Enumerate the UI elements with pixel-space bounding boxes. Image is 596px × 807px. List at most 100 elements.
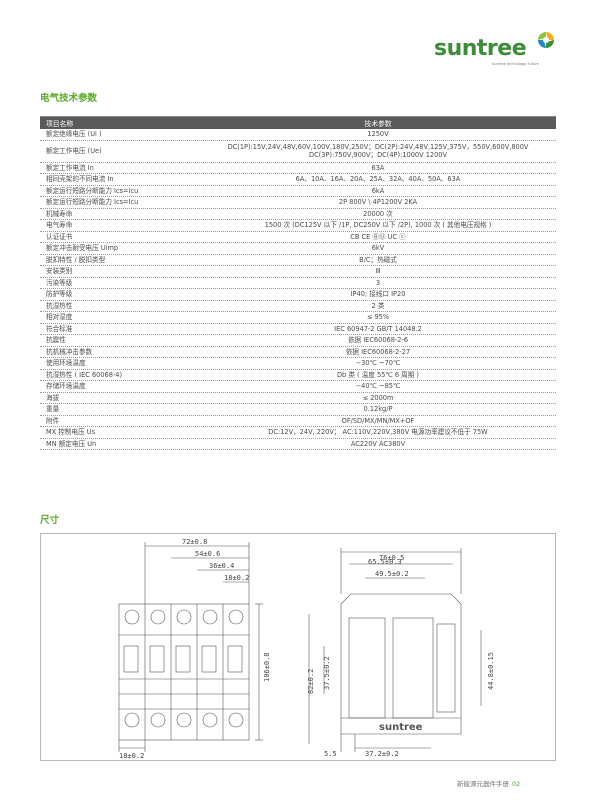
row-value: 依据 IEC60068-2-27 [345,347,411,356]
row-value: −40℃ ~85℃ [355,382,401,391]
row-value: IP40; 接线口 IP20 [350,290,406,299]
row-item: 防护等级 [46,290,73,299]
row-item: 抗机械冲击参数 [46,347,93,356]
row-value: B/C；热磁式 [359,255,397,264]
row-value: 0.12kg/P [363,405,393,414]
section-title-params: 电气技术参数 [40,93,98,104]
table-row: MX 控制电压 Us DC:12V，24V, 220V； AC:110V,220V… [40,427,556,439]
row-value: IEC 60947-2 GB/T 14048.2 [334,324,422,333]
row-item: 相同壳架的不同电流 In [46,175,114,184]
dim-375: 37.5±0.2 [323,656,331,690]
table-row: 附件 OF/SD/MX/MN/MX+OF [40,416,556,427]
row-item: 额定运行短路分断能力 Ics=Icu [46,198,139,207]
dim-82: 82±0.2 [307,669,315,694]
dim-372: 37.2±0.2 [365,750,399,758]
row-value: 2P 800V \ 4P1200V 2KA [338,198,418,207]
table-row: 额定运行短路分断能力 Ics=Icu 6kA [40,186,556,197]
brand-tagline: Suntree technology: future [492,62,539,66]
dim-55: 5.5 [324,750,337,758]
row-value-line2: DC(3P):750V,900V；DC(4P):1000V 1200V [309,151,447,159]
row-value: Ⅲ [375,267,381,276]
row-item: 相对湿度 [46,313,73,322]
dimension-svg: 72±0.8 54±0.6 36±0.4 18±0.2 106±0.8 18±0… [118,538,495,760]
row-item: 额定工作电压 (Ue) [46,147,102,155]
brand-logo: suntree Suntree technology: future [434,30,554,70]
page-number: 02 [512,780,521,788]
row-item: 认证证书 [46,232,73,241]
section-title-dims: 尺寸 [40,515,60,526]
row-value: OF/SD/MX/MN/MX+OF [341,416,415,425]
brand-name: suntree [434,36,527,61]
dim-72: 72±0.8 [182,538,207,546]
spec-table: 项目名称 技术参数 额定绝缘电压 (Ui ) 1250V 额定工作电压 (Ue) DC… [40,116,556,450]
row-item: 污染等级 [46,278,73,287]
row-value: DC:12V，24V, 220V； AC:110V,220V,380V 电源功率… [268,428,488,437]
row-item: 抗震性 [46,336,66,345]
row-value: AC220V AC380V [350,439,406,448]
row-item: 存储环境温度 [46,382,86,391]
table-row: 相对湿度≤ 95% [40,312,556,324]
row-value: 6kV [371,244,385,253]
row-item: 额定运行短路分断能力 Ics=Icu [46,186,139,195]
side-view [308,548,482,752]
table-row: 相同壳架的不同电流 In 6A、10A、16A、20A、25A、32A、40A、5… [40,174,556,186]
side-brand-label: suntree [379,722,423,733]
row-item: 额定绝缘电压 (Ui ) [46,130,102,139]
table-header: 项目名称 技术参数 [40,117,556,129]
dim-655: 65.5±0.3 [368,558,402,566]
row-value-line1: DC(1P):15V,24V,48V,60V,100V,180V,250V；DC… [227,143,529,151]
dim-495: 49.5±0.2 [375,570,409,578]
leaf-mark-icon [538,32,554,48]
dim-18: 18±0.2 [224,574,249,582]
table-row: 机械寿命 20000 次 [40,209,556,220]
dim-76: 76±0.5 [379,554,404,562]
table-row: 额定工作电压 (Ue) DC(1P):15V,24V,48V,60V,100V,1… [40,141,556,163]
row-value: 3 [375,278,381,287]
row-item: MN 额定电压 Un [46,439,97,448]
table-row: 认证证书 CB CE ⓇⓊ UC ⓒ [40,232,556,243]
row-value: 6kA [371,186,385,195]
dimension-drawings: 72±0.8 54±0.6 36±0.4 18±0.2 106±0.8 18±0… [40,533,556,761]
row-value: 1250V [367,130,389,139]
table-row: 重量 0.12kg/P [40,404,556,416]
footer-text: 新能源元器件手册 [457,780,509,788]
table-row: 抗震性 依据 IEC60068-2-6 [40,335,556,347]
row-item: 电气寿命 [46,221,73,230]
row-item: 符合标准 [46,324,73,333]
row-item: 抗湿热性 ( IEC 60068-4) [46,370,123,379]
row-value: −30℃ ~70℃ [355,359,401,368]
row-item: 重量 [46,405,60,414]
row-item: 额定工作电流 In [46,163,94,172]
row-value: DC(1P):15V,24V,48V,60V,100V,180V,250V；DC… [200,143,556,159]
front-view [118,542,263,752]
table-row: 电气寿命 1500 次 (DC125V 以下 /1P, DC250V 以下 /2P… [40,220,556,232]
row-value: Db 类 ( 温度 55℃ 6 周期 ) [336,370,420,379]
row-value: 依据 IEC60068-2-6 [347,336,409,345]
dim-36: 36±0.4 [209,562,234,570]
row-value: CB CE ⓇⓊ UC ⓒ [350,232,406,241]
table-row: 抗机械冲击参数 依据 IEC60068-2-27 [40,347,556,358]
row-item: 脱扣特性 / 脱扣类型 [46,255,106,264]
dim-106: 106±0.8 [263,652,271,682]
row-value: 1500 次 (DC125V 以下 /1P, DC250V 以下 /2P), 1… [264,221,492,230]
header-value: 技术参数 [364,120,392,128]
table-row: 符合标准 IEC 60947-2 GB/T 14048.2 [40,324,556,335]
row-item: 机械寿命 [46,209,73,218]
dim-54: 54±0.6 [195,550,220,558]
row-item: MX 控制电压 Us [46,428,96,437]
table-row: 额定绝缘电压 (Ui ) 1250V [40,129,556,141]
table-row: 污染等级 3 [40,278,556,289]
table-row: 安装类别 Ⅲ [40,266,556,278]
row-value: ≤ 2000m [362,393,394,402]
row-item: 抗湿热性 [46,301,73,310]
table-row: 防护等级 IP40; 接线口 IP20 [40,289,556,301]
row-item: 附件 [46,416,60,425]
row-item: 海拔 [46,393,60,402]
row-item: 安装类别 [46,267,73,276]
row-value: 20000 次 [363,209,393,218]
header-item: 项目名称 [46,120,74,128]
row-value: 6A、10A、16A、20A、25A、32A、40A、50A、63A [295,175,461,184]
